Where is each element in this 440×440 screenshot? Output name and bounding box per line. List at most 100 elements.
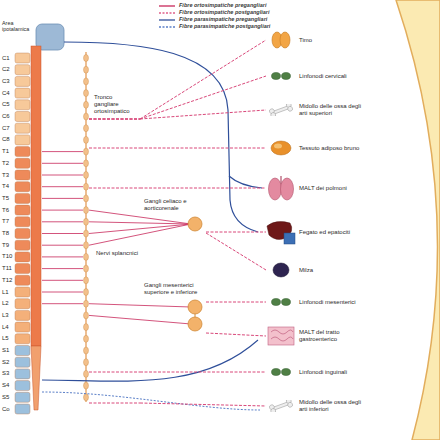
vertebra-label: C5 [2, 101, 10, 108]
postganglionic-fiber [140, 188, 266, 189]
lumbar-splanchnic-nerve [89, 304, 191, 307]
organ-label: Fegato ed epatociti [299, 229, 350, 236]
organ-icon [266, 31, 296, 49]
postganglionic-fiber [140, 76, 266, 119]
chain-ganglion [84, 394, 89, 401]
ganglion-label: Gangli celiaco e aorticorenale [144, 198, 204, 212]
legend-line-sample [159, 26, 175, 27]
vertebra-label: L4 [2, 324, 9, 331]
organ: Midollo delle ossa degli arti superiori [266, 103, 363, 117]
splanchnic-nerve [89, 222, 191, 224]
vertebra [15, 100, 30, 110]
vertebra-label: C1 [2, 55, 10, 62]
nerve-label: Nervi splancnici [95, 250, 139, 257]
legend-row: Fibre ortosimpatiche postgangliari [158, 9, 270, 16]
lung-icon [269, 178, 282, 200]
preganglionic-fiber [42, 303, 83, 304]
vertebra [15, 275, 30, 285]
vertebra-label: L3 [2, 312, 9, 319]
postganglionic-stub [89, 188, 140, 189]
legend-row: Fibre parasimpatiche pregangliari [158, 16, 270, 23]
preganglionic-fiber [42, 245, 83, 246]
organ-icon [266, 104, 296, 116]
hepatocyte-icon [284, 233, 295, 244]
vertebra-label: L5 [2, 335, 9, 342]
organ-label: Midollo delle ossa degli arti superiori [299, 103, 363, 117]
vertebra [15, 112, 30, 122]
chain-ganglion [84, 230, 89, 237]
legend-text: Fibre ortosimpatiche postgangliari [179, 9, 269, 16]
vagus-branch [229, 176, 262, 188]
cauda-equina [31, 346, 41, 410]
ganglion-icon [186, 299, 204, 333]
legend-sample [158, 24, 176, 30]
organ-icon [266, 219, 296, 245]
chain-ganglion [84, 218, 89, 225]
vertebra-label: L1 [2, 289, 9, 296]
bone-end [287, 402, 293, 408]
vertebra-label: C7 [2, 125, 10, 132]
chain-ganglion [84, 125, 89, 132]
legend-line-sample [159, 12, 175, 13]
preganglionic-fiber [42, 292, 83, 293]
vertebra-label: T6 [2, 207, 9, 214]
organ-icon [266, 296, 296, 308]
splanchnic-nerve [89, 210, 191, 224]
postganglionic-stub [89, 119, 140, 120]
lung-icon [281, 178, 294, 200]
lymph-node-icon [282, 369, 291, 376]
bone-end [270, 408, 276, 412]
vertebra [15, 217, 30, 227]
vertebra [15, 147, 30, 157]
postganglionic-fiber [140, 148, 266, 149]
vertebra [15, 264, 30, 274]
chain-ganglion [84, 324, 89, 331]
vertebra-label: S5 [2, 394, 9, 401]
lymph-node-icon [282, 299, 291, 306]
legend-text: Fibre parasimpatiche pregangliari [179, 16, 267, 23]
legend-line-sample [159, 5, 175, 6]
organ-icon [266, 175, 296, 201]
postganglionic-fiber [140, 110, 266, 119]
organ: Midollo delle ossa degli arti inferiori [266, 399, 363, 413]
chain-ganglion [84, 359, 89, 366]
chain-ganglion [84, 347, 89, 354]
organ-label: Linfonodi mesenterici [299, 299, 356, 306]
chain-ganglion [84, 90, 89, 97]
organ-label: Milza [299, 267, 313, 274]
page-background-arc [396, 0, 440, 440]
chain-ganglion [84, 370, 89, 377]
spinal-cord [31, 46, 41, 346]
vertebra-label: S4 [2, 382, 9, 389]
legend-row: Fibre parasimpatiche postgangliari [158, 23, 270, 30]
chain-ganglion [84, 289, 89, 296]
vertebra [15, 123, 30, 133]
chain-ganglion [84, 148, 89, 155]
legend: Fibre ortosimpatiche pregangliariFibre o… [158, 2, 270, 30]
chain-ganglion [84, 382, 89, 389]
vertebra [15, 240, 30, 250]
postganglionic-fiber [140, 372, 266, 373]
vagus-nerve [64, 42, 258, 232]
splanchnic-nerve [89, 224, 191, 245]
chain-ganglion [84, 78, 89, 85]
preganglionic-fiber [42, 221, 83, 222]
preganglionic-fiber [42, 198, 83, 199]
lymph-node-icon [282, 73, 291, 80]
ganglion-circle [188, 217, 202, 231]
bone-end [287, 106, 293, 112]
vertebra [15, 158, 30, 168]
bone-icon [269, 400, 293, 412]
postganglionic-stub [89, 148, 140, 149]
vertebra [15, 346, 30, 356]
lymph-node-icon [272, 369, 281, 376]
vertebra [15, 369, 30, 379]
vertebra-label: C8 [2, 136, 10, 143]
chain-ganglion [84, 265, 89, 272]
chain-ganglion [84, 300, 89, 307]
chain-ganglion [84, 242, 89, 249]
bone-icon [269, 104, 293, 116]
vertebra-label: T5 [2, 195, 9, 202]
vertebra [15, 381, 30, 391]
